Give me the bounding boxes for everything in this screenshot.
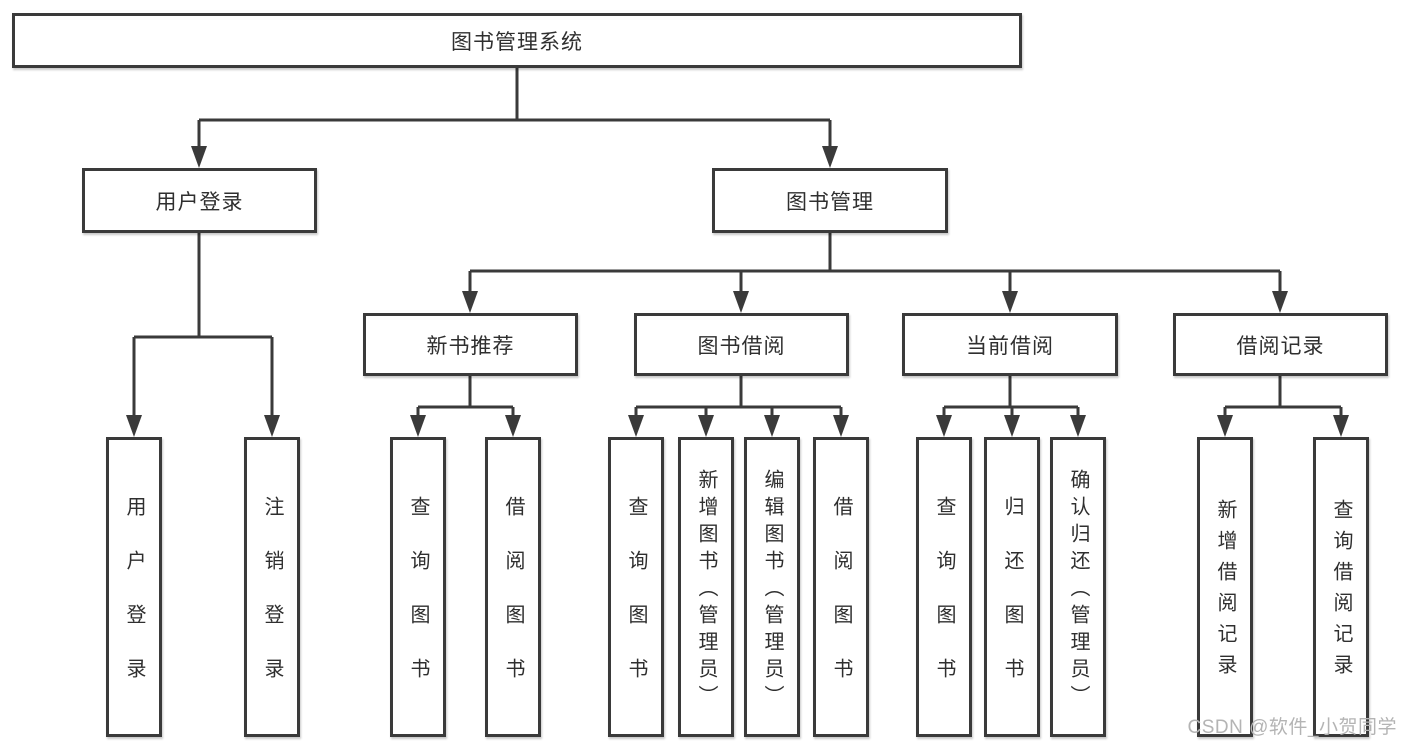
connector-book-borrow xyxy=(628,376,849,437)
connector-user-login xyxy=(126,233,280,437)
node-label: 借阅记录 xyxy=(1236,334,1325,358)
node-borrow-records: 借阅记录 xyxy=(1173,313,1388,376)
connector-current-borrow xyxy=(936,376,1086,437)
node-label: 当前借阅 xyxy=(966,334,1054,358)
node-label: 注销登录 xyxy=(261,496,283,712)
leaf-add-borrow-record: 新增借阅记录 xyxy=(1197,437,1253,737)
node-book-management: 图书管理 xyxy=(712,168,948,233)
node-label: 查询借阅记录 xyxy=(1330,499,1352,685)
csdn-watermark: CSDN @软件_小贺同学 xyxy=(1187,717,1397,738)
leaf-query-borrow-record: 查询借阅记录 xyxy=(1313,437,1369,737)
leaf-confirm-return-admin: 确认归还（管理员） xyxy=(1050,437,1106,737)
leaf-query-books-current: 查询图书 xyxy=(916,437,972,737)
node-label: 图书借阅 xyxy=(697,334,786,358)
leaf-query-books-recommend: 查询图书 xyxy=(390,437,446,737)
node-label: 新增借阅记录 xyxy=(1214,499,1236,685)
node-label: 用户登录 xyxy=(123,496,145,712)
node-label: 新增图书（管理员） xyxy=(695,468,717,712)
leaf-query-books-borrow: 查询图书 xyxy=(608,437,664,737)
node-label: 图书管理 xyxy=(786,190,874,214)
leaf-add-books-admin: 新增图书（管理员） xyxy=(678,437,734,737)
leaf-borrow-books: 借阅图书 xyxy=(813,437,869,737)
node-current-borrow: 当前借阅 xyxy=(902,313,1118,376)
connector-new-book-recommend xyxy=(410,376,521,437)
node-book-borrow: 图书借阅 xyxy=(634,313,849,376)
node-label: 图书管理系统 xyxy=(451,30,583,54)
connector-borrow-records xyxy=(1217,376,1349,437)
node-library-management-system: 图书管理系统 xyxy=(12,13,1022,68)
node-label: 查询图书 xyxy=(407,496,429,712)
node-user-login: 用户登录 xyxy=(82,168,317,233)
node-label: 借阅图书 xyxy=(830,496,852,712)
node-label: 归还图书 xyxy=(1001,496,1023,712)
node-new-book-recommend: 新书推荐 xyxy=(363,313,578,376)
node-label: 查询图书 xyxy=(625,496,647,712)
node-label: 确认归还（管理员） xyxy=(1067,468,1089,712)
leaf-return-books: 归还图书 xyxy=(984,437,1040,737)
node-label: 查询图书 xyxy=(933,496,955,712)
node-label: 借阅图书 xyxy=(502,496,524,712)
connector-book-management xyxy=(462,233,1288,313)
leaf-logout: 注销登录 xyxy=(244,437,300,737)
node-label: 编辑图书（管理员） xyxy=(761,468,783,712)
leaf-edit-books-admin: 编辑图书（管理员） xyxy=(744,437,800,737)
leaf-user-login: 用户登录 xyxy=(106,437,162,737)
connector-root xyxy=(191,68,838,168)
node-label: 用户登录 xyxy=(155,190,244,214)
node-label: 新书推荐 xyxy=(426,334,515,358)
leaf-borrow-books-recommend: 借阅图书 xyxy=(485,437,541,737)
